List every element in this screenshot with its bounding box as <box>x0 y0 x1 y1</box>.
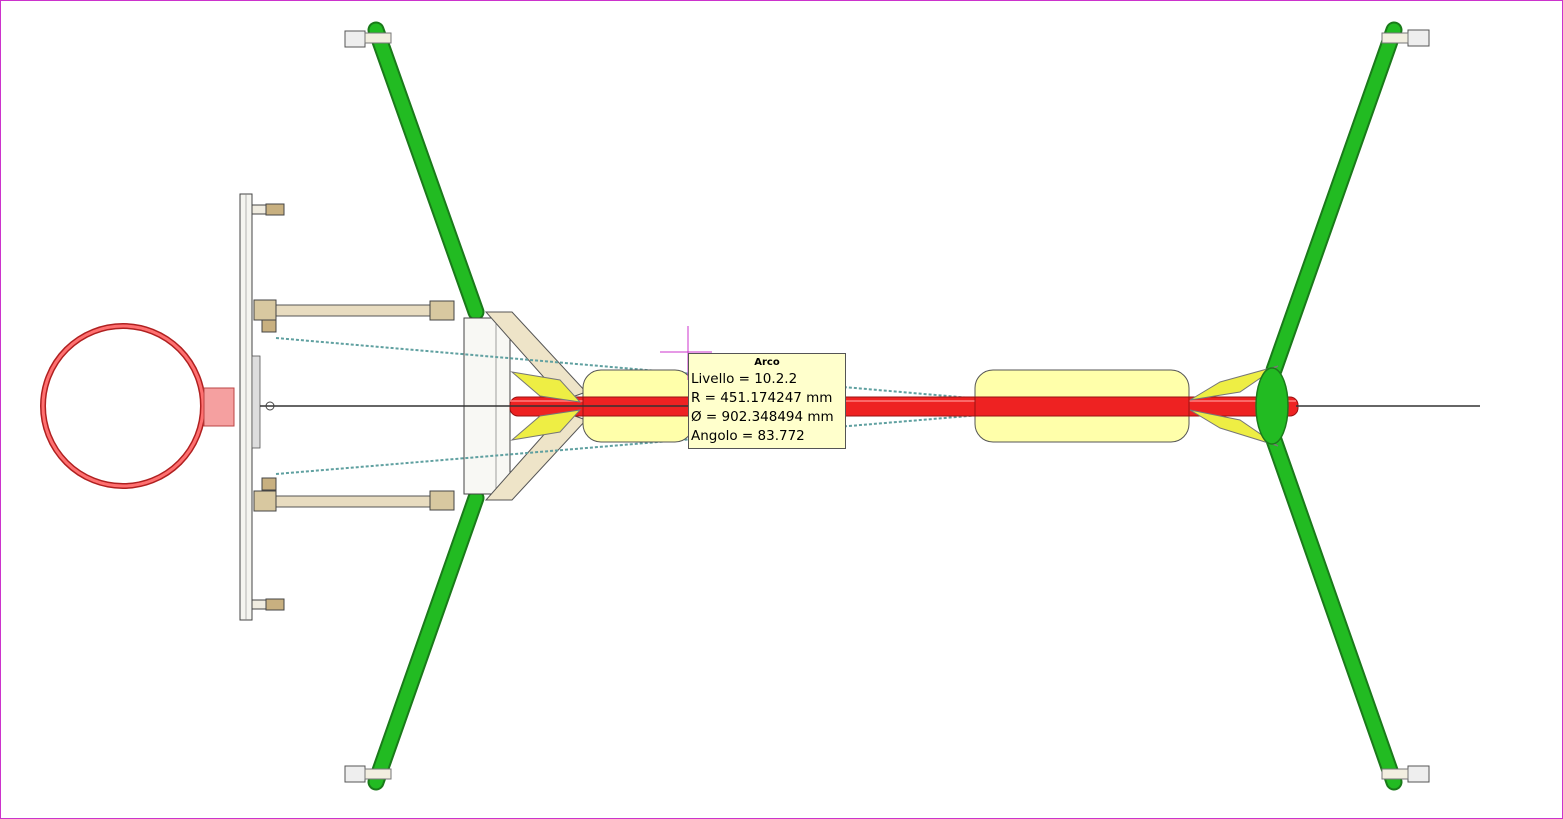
support-arm-bottom[interactable] <box>253 477 455 512</box>
straps <box>510 365 1279 447</box>
right-junction[interactable] <box>1255 367 1289 445</box>
foot-pads <box>344 29 1430 783</box>
support-arm-top[interactable] <box>253 299 455 333</box>
leg-front-right[interactable] <box>1265 21 1403 379</box>
tooltip-angle: Angolo = 83.772 <box>691 428 805 444</box>
beam-through-pad-right <box>974 396 1190 417</box>
tooltip-level: Livello = 10.2.2 <box>691 371 798 387</box>
leg-rear-right[interactable] <box>1265 431 1403 791</box>
tooltip-diameter: Ø = 902.348494 mm <box>691 409 834 425</box>
tooltip-title: Arco <box>754 357 780 368</box>
leg-front-left[interactable] <box>367 21 485 321</box>
backboard-pins <box>251 203 285 611</box>
arc-info-tooltip: Arco Livello = 10.2.2 R = 451.174247 mm … <box>688 353 846 449</box>
backboard[interactable] <box>239 193 261 621</box>
leg-rear-left[interactable] <box>367 489 485 791</box>
center-rod <box>260 401 1480 411</box>
basketball-hoop[interactable] <box>40 323 235 489</box>
tooltip-radius: R = 451.174247 mm <box>691 390 833 406</box>
chains <box>275 337 1041 475</box>
